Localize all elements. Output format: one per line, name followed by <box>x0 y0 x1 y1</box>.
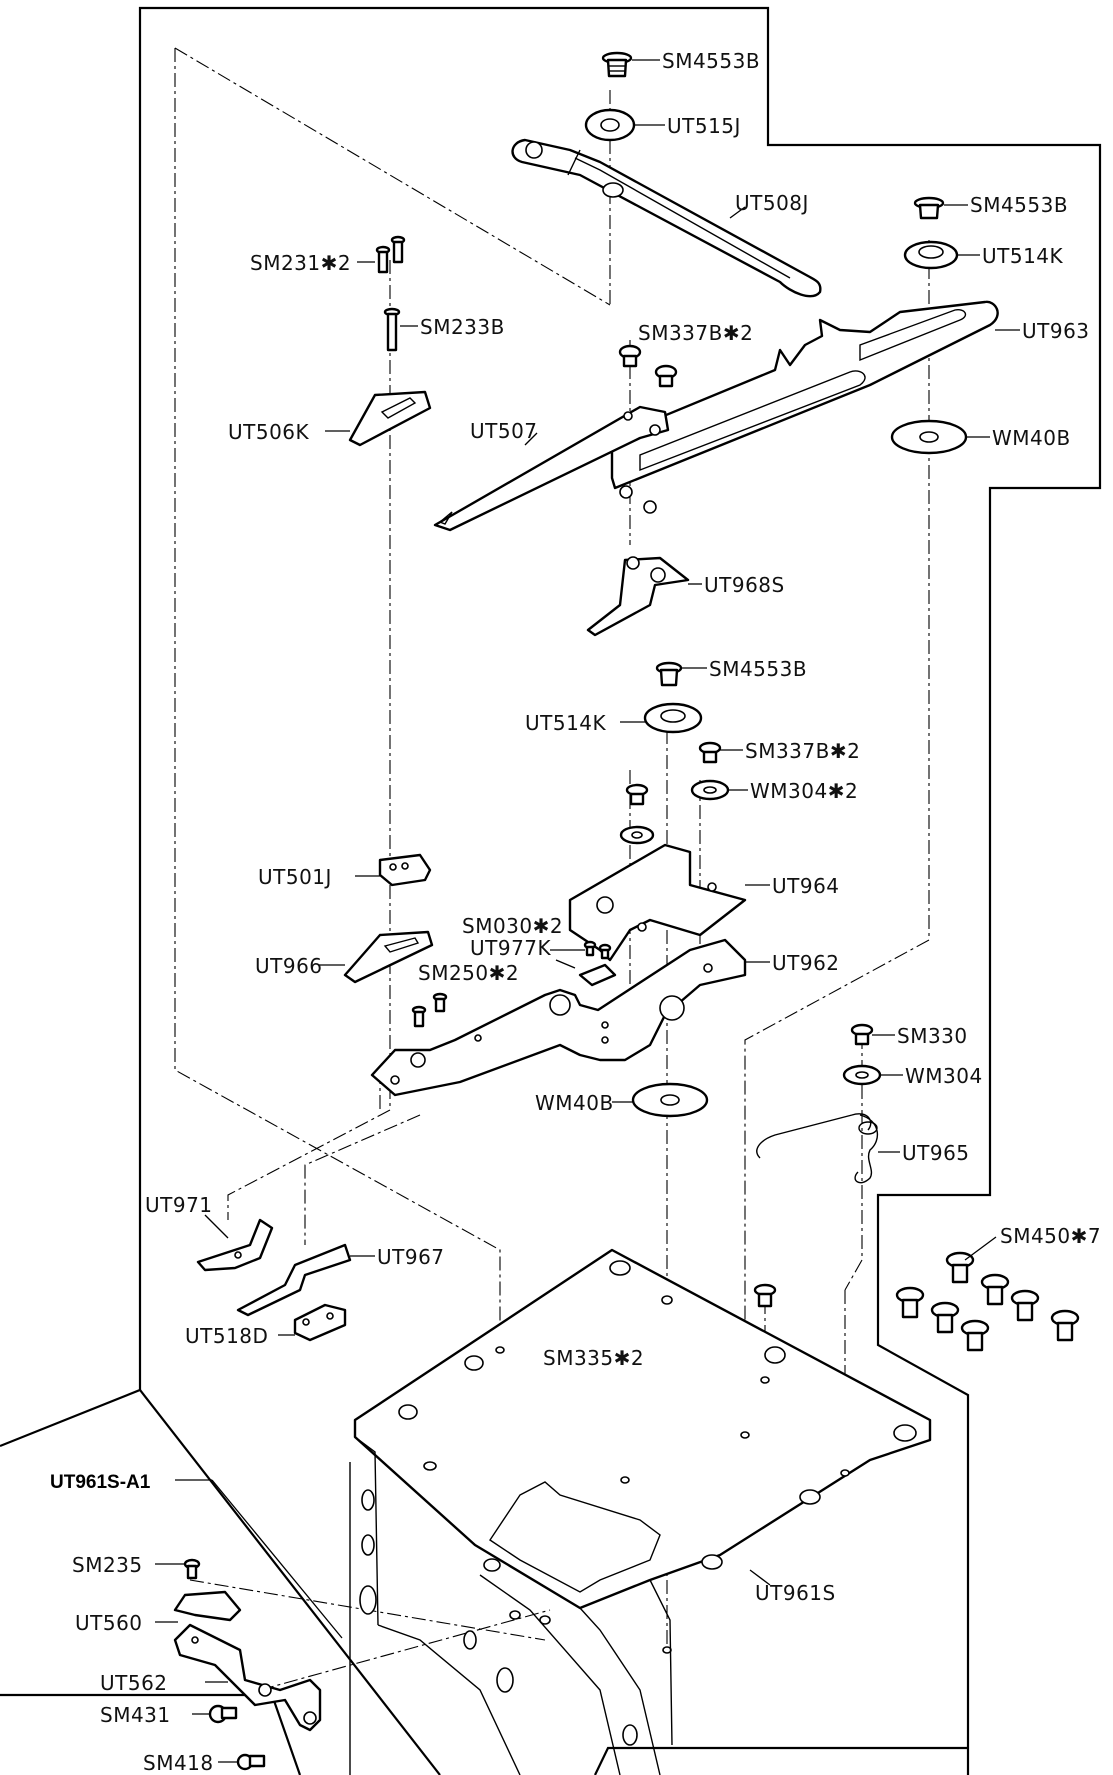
label-ut968s: UT968S <box>704 573 785 597</box>
screw-sm330 <box>850 1023 895 1046</box>
label-sm4553b-top: SM4553B <box>662 49 760 73</box>
washer-wm40b-mid <box>612 1082 709 1118</box>
label-ut506k: UT506K <box>228 420 310 444</box>
arm-ut508j <box>511 138 822 298</box>
label-sm335: SM335✱2 <box>543 1346 644 1370</box>
plate-ut963 <box>610 300 1020 514</box>
screw-mid-left <box>619 783 655 845</box>
bracket-ut968s <box>586 556 702 637</box>
part-ut967 <box>236 1243 375 1317</box>
label-sm4553b-mid: SM4553B <box>709 657 807 681</box>
screws-sm030 <box>550 940 612 960</box>
screw-sm337b-mid <box>698 741 743 764</box>
label-sm030: SM030✱2 <box>462 914 563 938</box>
label-ut514k-right: UT514K <box>982 244 1064 268</box>
label-ut966: UT966 <box>255 954 323 978</box>
screws-sm450-x7 <box>895 1236 1080 1352</box>
label-ut507: UT507 <box>470 419 538 443</box>
label-ut965: UT965 <box>902 1141 970 1165</box>
washer-wm304-x2 <box>690 779 748 801</box>
part-ut560 <box>155 1590 242 1623</box>
washer-ut514k-mid <box>620 702 703 734</box>
label-sm431: SM431 <box>100 1703 171 1727</box>
screw-sm431 <box>192 1704 238 1724</box>
part-ut977k <box>555 959 617 987</box>
screw-sm233b <box>383 307 418 352</box>
washer-wm40b-right <box>890 419 990 455</box>
spring-ut965 <box>756 1113 900 1184</box>
machine-housing <box>349 1436 673 1775</box>
screws-sm337b-top <box>618 344 678 388</box>
label-ut961s: UT961S <box>755 1581 836 1605</box>
label-sm418: SM418 <box>143 1751 214 1775</box>
part-labels: SM4553B UT515J UT508J SM4553B UT514K SM2… <box>50 49 1101 1775</box>
label-ut560: UT560 <box>75 1611 143 1635</box>
label-sm330: SM330 <box>897 1024 968 1048</box>
label-ut964: UT964 <box>772 874 840 898</box>
screw-sm4553b-top <box>601 51 660 78</box>
label-ut962: UT962 <box>772 951 840 975</box>
part-ut501j <box>355 853 432 887</box>
label-ut971: UT971 <box>145 1193 213 1217</box>
label-sm337b-mid: SM337B✱2 <box>745 739 860 763</box>
label-ut961s-a1: UT961S-A1 <box>50 1472 151 1493</box>
label-sm337b-top: SM337B✱2 <box>638 321 753 345</box>
label-wm304-x2: WM304✱2 <box>750 779 858 803</box>
screw-sm4553b-right <box>913 196 968 220</box>
label-ut515j: UT515J <box>667 114 741 138</box>
label-sm4553b-right: SM4553B <box>970 193 1068 217</box>
part-ut966 <box>318 930 434 984</box>
part-ut518d <box>278 1303 347 1342</box>
screw-sm235 <box>155 1558 201 1580</box>
label-ut514k-mid: UT514K <box>525 711 607 735</box>
label-ut508j: UT508J <box>735 191 809 215</box>
label-sm250: SM250✱2 <box>418 961 519 985</box>
washer-ut515j <box>584 108 665 142</box>
screw-sm4553b-mid <box>655 661 707 687</box>
label-ut518d: UT518D <box>185 1324 268 1348</box>
part-ut506k <box>325 390 432 447</box>
label-ut977k: UT977K <box>470 936 552 960</box>
label-wm40b-mid: WM40B <box>535 1091 614 1115</box>
label-sm231: SM231✱2 <box>250 251 351 275</box>
label-sm233b: SM233B <box>420 315 505 339</box>
label-ut963: UT963 <box>1022 319 1090 343</box>
screw-sm418 <box>218 1753 266 1771</box>
plate-ut962 <box>370 938 770 1097</box>
washer-wm304 <box>842 1064 903 1086</box>
label-sm235: SM235 <box>72 1553 143 1577</box>
screws-sm231 <box>357 235 406 274</box>
assembly-boundary <box>0 6 1102 1775</box>
washer-ut514k-right <box>903 240 980 270</box>
label-sm450: SM450✱7 <box>1000 1224 1101 1248</box>
bar-ut507 <box>433 405 670 532</box>
label-ut562: UT562 <box>100 1671 168 1695</box>
part-ut971 <box>196 1214 274 1272</box>
label-wm40b-right: WM40B <box>992 426 1071 450</box>
plate-ut964 <box>568 843 770 962</box>
base-plate-ut961s <box>353 1248 932 1654</box>
label-wm304: WM304 <box>905 1064 983 1088</box>
label-ut967: UT967 <box>377 1245 445 1269</box>
screws-sm250 <box>411 992 448 1028</box>
lever-ut562 <box>173 1623 322 1732</box>
label-ut501j: UT501J <box>258 865 332 889</box>
